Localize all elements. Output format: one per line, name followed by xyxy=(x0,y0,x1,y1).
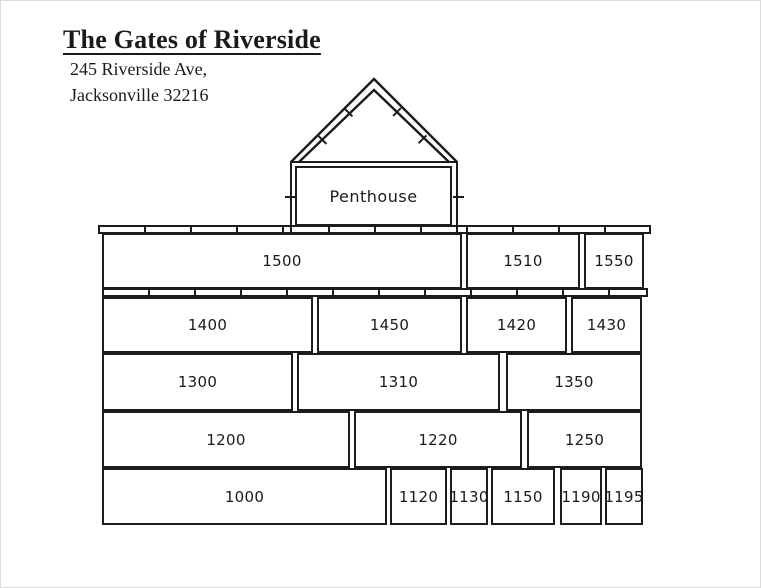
unit-1420: 1420 xyxy=(466,297,567,353)
unit-1120: 1120 xyxy=(390,468,447,525)
unit-1000: 1000 xyxy=(102,468,387,525)
unit-1430: 1430 xyxy=(571,297,642,353)
unit-1400: 1400 xyxy=(102,297,313,353)
unit-1350: 1350 xyxy=(506,353,642,411)
penthouse-inner-box: Penthouse xyxy=(295,166,452,226)
address-line-1: 245 Riverside Ave, xyxy=(70,59,208,79)
unit-1150: 1150 xyxy=(491,468,555,525)
unit-1195: 1195 xyxy=(604,468,643,525)
unit-1200: 1200 xyxy=(102,411,350,468)
unit-1310: 1310 xyxy=(297,353,500,411)
unit-1130: 1130 xyxy=(449,468,488,525)
unit-1450: 1450 xyxy=(317,297,462,353)
penthouse-wall-tick-left xyxy=(285,196,296,198)
building-title: The Gates of Riverside xyxy=(63,25,321,54)
roof-hatch-marks xyxy=(317,107,428,145)
unit-1300: 1300 xyxy=(102,353,293,411)
unit-1550: 1550 xyxy=(584,233,644,289)
penthouse-wall-tick-right xyxy=(453,196,464,198)
unit-1500: 1500 xyxy=(102,233,462,289)
penthouse-label: Penthouse xyxy=(329,186,418,206)
roof-gable-lines xyxy=(290,77,458,163)
roof-outline xyxy=(290,77,458,163)
unit-1250: 1250 xyxy=(527,411,642,468)
cornice-ledge-mid xyxy=(102,288,648,297)
unit-1190: 1190 xyxy=(560,468,602,525)
unit-1220: 1220 xyxy=(354,411,522,468)
unit-1510: 1510 xyxy=(466,233,580,289)
address-line-2: Jacksonville 32216 xyxy=(70,85,209,105)
